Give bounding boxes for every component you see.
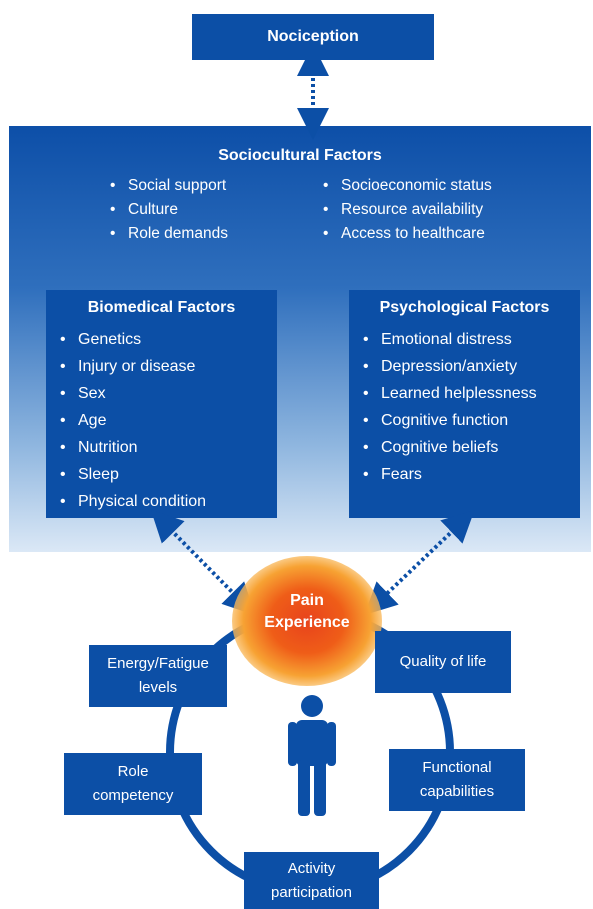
list-item: Cognitive beliefs — [363, 434, 537, 461]
person-icon — [288, 695, 336, 816]
activity-line-1: Activity — [287, 859, 336, 877]
nociception-label: Nociception — [267, 28, 359, 45]
list-item: Sleep — [60, 461, 206, 488]
role-line-2: competency — [92, 787, 174, 804]
activity-line-2: participation — [271, 883, 352, 901]
quality-of-life-box: Quality of life — [375, 631, 511, 693]
list-item: Sex — [60, 380, 206, 407]
biomedical-list: Genetics Injury or disease Sex Age Nutri… — [60, 326, 206, 515]
biomedical-arrow — [150, 509, 256, 616]
psychological-box: Psychological Factors Emotional distress… — [349, 290, 580, 518]
biomedical-box: Biomedical Factors Genetics Injury or di… — [46, 290, 277, 518]
list-item: Learned helplessness — [363, 380, 537, 407]
list-item: Nutrition — [60, 434, 206, 461]
list-item: Access to healthcare — [323, 222, 492, 246]
pain-line-2: Experience — [264, 614, 350, 631]
quality-line-1: Quality of life — [399, 653, 487, 670]
psychological-list: Emotional distress Depression/anxiety Le… — [363, 326, 537, 488]
role-competency-box: Role competency — [64, 753, 202, 815]
functional-line-1: Functional — [422, 759, 492, 776]
list-item: Culture — [110, 198, 228, 222]
list-item: Emotional distress — [363, 326, 537, 353]
activity-participation-box: Activity participation — [244, 852, 379, 909]
role-line-1: Role — [117, 763, 149, 780]
list-item: Resource availability — [323, 198, 492, 222]
list-item: Role demands — [110, 222, 228, 246]
pain-glow — [232, 556, 382, 686]
pain-experience-label: Pain Experience — [232, 590, 382, 634]
list-item: Fears — [363, 461, 537, 488]
list-item: Depression/anxiety — [363, 353, 537, 380]
list-item: Age — [60, 407, 206, 434]
list-item: Injury or disease — [60, 353, 206, 380]
sociocultural-title: Sociocultural Factors — [218, 147, 382, 164]
psychological-arrow — [364, 509, 475, 616]
energy-fatigue-box: Energy/Fatigue levels — [89, 645, 227, 707]
functional-capabilities-box: Functional capabilities — [389, 749, 525, 811]
sociocultural-list-left: Social support Culture Role demands — [110, 174, 228, 246]
psychological-title: Psychological Factors — [379, 299, 550, 316]
sociocultural-list-right: Socioeconomic status Resource availabili… — [323, 174, 492, 246]
list-item: Physical condition — [60, 488, 206, 515]
list-item: Social support — [110, 174, 228, 198]
list-item: Cognitive function — [363, 407, 537, 434]
pain-line-1: Pain — [290, 592, 324, 609]
energy-line-2: levels — [138, 679, 178, 696]
list-item: Genetics — [60, 326, 206, 353]
biomedical-title: Biomedical Factors — [87, 299, 236, 316]
energy-line-1: Energy/Fatigue — [107, 655, 209, 672]
list-item: Socioeconomic status — [323, 174, 492, 198]
functional-line-2: capabilities — [419, 783, 495, 800]
